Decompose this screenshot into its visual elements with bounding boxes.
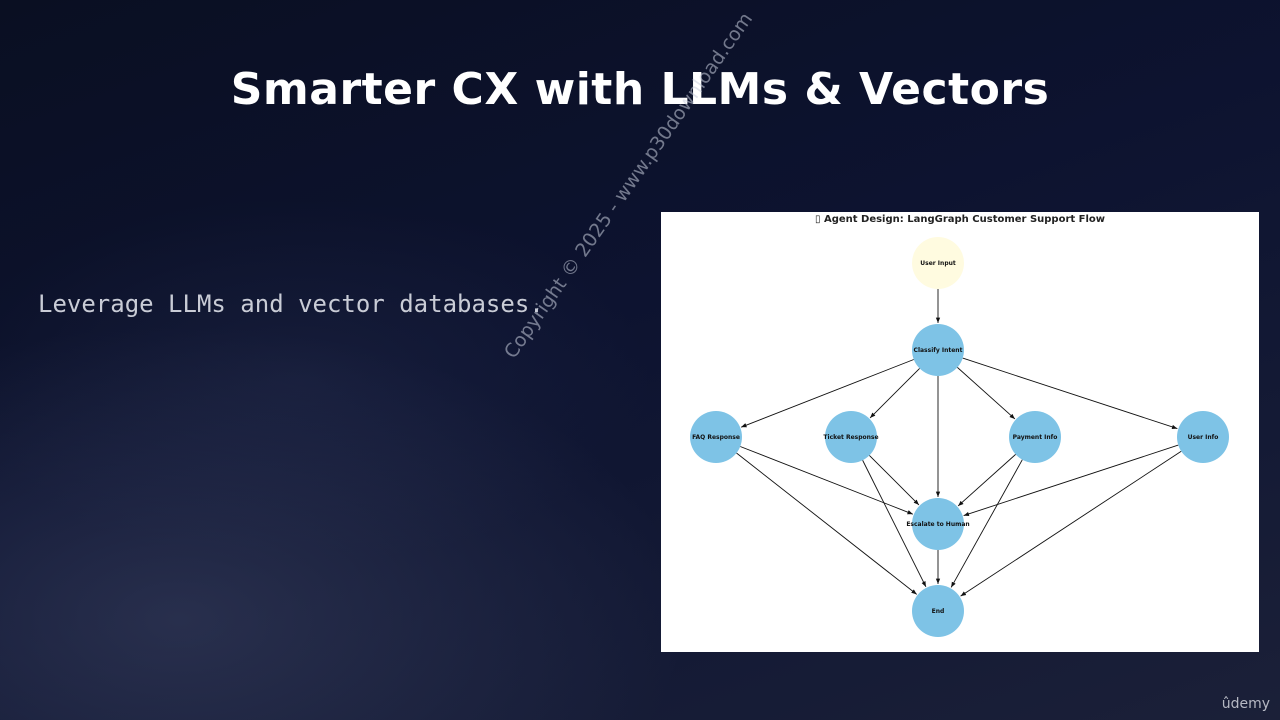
slide-title: Smarter CX with LLMs & Vectors — [230, 64, 1050, 115]
node-circle-end — [912, 585, 964, 637]
diagram-figure: ▯ Agent Design: LangGraph Customer Suppo… — [661, 212, 1259, 652]
node-escalate: Escalate to Human — [906, 498, 970, 550]
node-circle-classify — [912, 324, 964, 376]
node-circle-escalate — [912, 498, 964, 550]
node-end: End — [912, 585, 964, 637]
bullet-text: Leverage LLMs and vector databases. — [38, 290, 544, 318]
edge-user_info-to-end — [960, 450, 1182, 597]
node-payment: Payment Info — [1009, 411, 1061, 463]
edge-classify-to-ticket — [869, 368, 920, 419]
node-circle-payment — [1009, 411, 1061, 463]
node-label-faq: FAQ Response — [692, 434, 740, 441]
node-circle-user_info — [1177, 411, 1229, 463]
edge-classify-to-user_info — [962, 357, 1178, 430]
edge-payment-to-end — [950, 459, 1023, 588]
node-ticket: Ticket Response — [823, 411, 879, 463]
edge-classify-to-faq — [740, 359, 914, 428]
node-label-ticket: Ticket Response — [823, 434, 878, 441]
node-label-user_info: User Info — [1188, 434, 1219, 441]
edge-faq-to-escalate — [740, 446, 914, 515]
node-label-user_input: User Input — [920, 260, 956, 267]
node-label-payment: Payment Info — [1013, 434, 1058, 441]
edge-classify-to-payment — [957, 367, 1016, 420]
edges-layer — [736, 289, 1182, 597]
node-circle-ticket — [825, 411, 877, 463]
edge-faq-to-end — [736, 452, 918, 595]
node-user_info: User Info — [1177, 411, 1229, 463]
udemy-logo: ûdemy — [1221, 696, 1270, 712]
diagram-title: ▯ Agent Design: LangGraph Customer Suppo… — [814, 214, 1106, 225]
node-label-end: End — [932, 608, 945, 615]
edge-ticket-to-end — [862, 460, 927, 588]
edge-user_info-to-escalate — [963, 444, 1179, 517]
node-label-escalate: Escalate to Human — [906, 521, 969, 528]
node-faq: FAQ Response — [690, 411, 742, 463]
node-circle-faq — [690, 411, 742, 463]
node-classify: Classify Intent — [912, 324, 964, 376]
edge-payment-to-escalate — [957, 454, 1016, 507]
node-user_input: User Input — [912, 237, 964, 289]
node-label-classify: Classify Intent — [914, 347, 963, 354]
node-circle-user_input — [912, 237, 964, 289]
edge-ticket-to-escalate — [869, 455, 920, 506]
